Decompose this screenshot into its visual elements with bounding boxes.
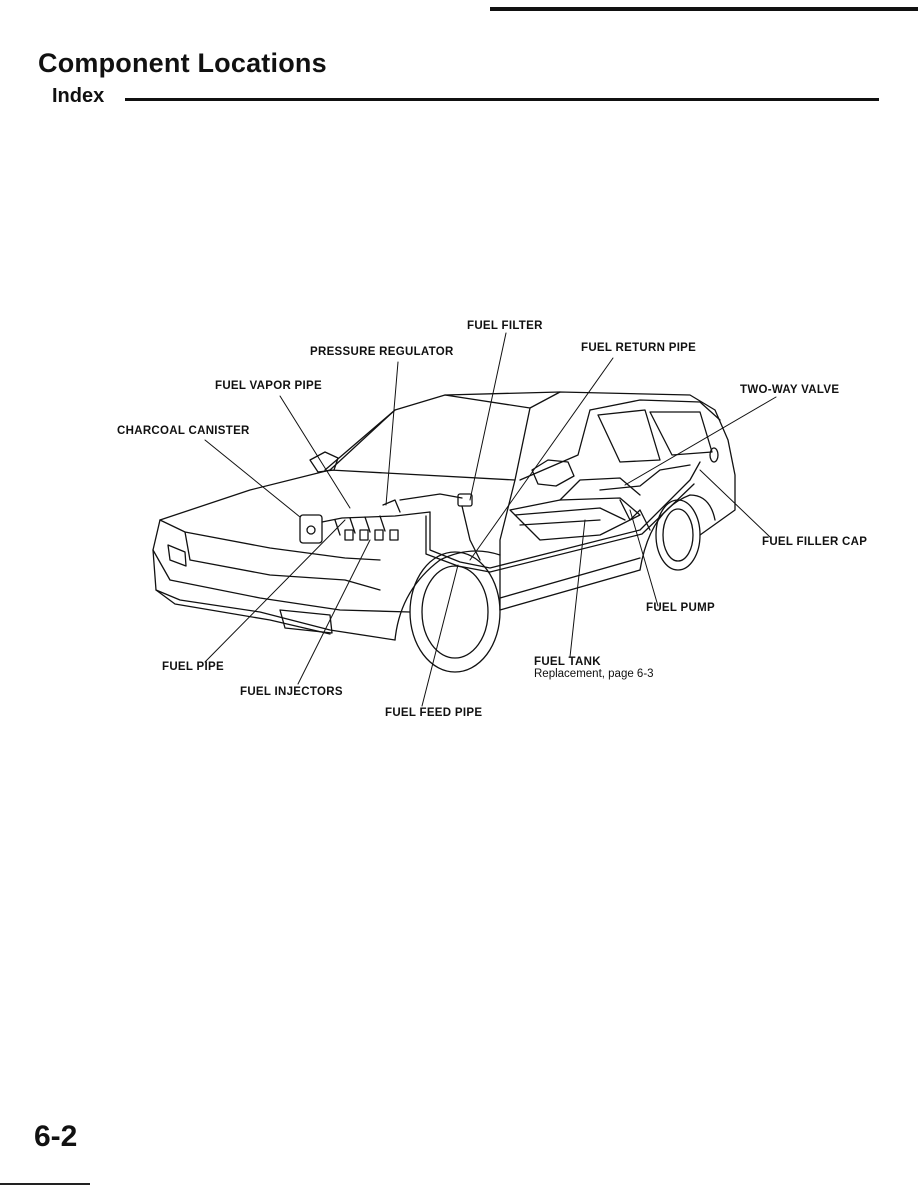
label-fuel-filler-cap: FUEL FILLER CAP	[762, 536, 868, 548]
fuel-tank-replacement-link[interactable]: Replacement, page 6-3	[534, 668, 654, 680]
page-number: 6-2	[34, 1120, 78, 1153]
leader-lines	[204, 332, 777, 707]
label-charcoal-canister: CHARCOAL CANISTER	[117, 425, 250, 437]
label-fuel-return-pipe: FUEL RETURN PIPE	[581, 342, 697, 354]
label-two-way-valve: TWO-WAY VALVE	[740, 384, 840, 396]
fuel-tank-title: FUEL TANK	[534, 656, 601, 668]
label-fuel-injectors: FUEL INJECTORS	[240, 686, 343, 698]
section-rule	[125, 98, 879, 101]
label-fuel-filter: FUEL FILTER	[467, 320, 543, 332]
section-title: Index	[52, 85, 105, 107]
label-fuel-feed-pipe: FUEL FEED PIPE	[385, 707, 483, 719]
label-pressure-regulator: PRESSURE REGULATOR	[310, 346, 454, 358]
label-fuel-pump: FUEL PUMP	[646, 602, 715, 614]
label-fuel-vapor-pipe: FUEL VAPOR PIPE	[215, 380, 322, 392]
car-illustration	[152, 332, 777, 707]
label-fuel-pipe: FUEL PIPE	[162, 661, 224, 673]
car-body	[152, 391, 736, 673]
page-title: Component Locations	[38, 48, 327, 78]
engine-components	[299, 461, 701, 573]
top-rule	[490, 7, 918, 11]
label-fuel-tank: FUEL TANK Replacement, page 6-3	[534, 656, 654, 680]
bottom-rule	[0, 1183, 90, 1185]
fuel-system-diagram: FUEL FILTER FUEL RETURN PIPE PRESSURE RE…	[0, 300, 918, 740]
